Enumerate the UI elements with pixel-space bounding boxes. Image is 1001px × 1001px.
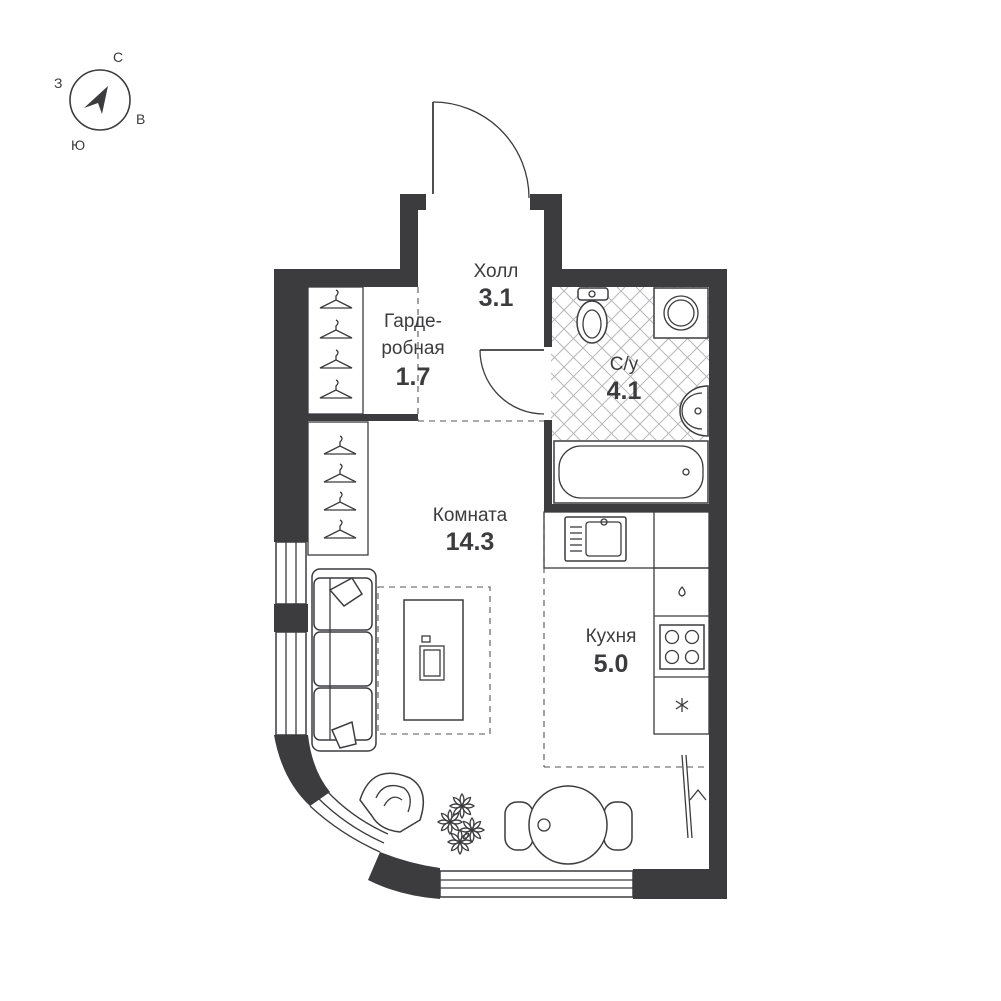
laptop-icon <box>419 635 445 681</box>
bathroom-label: С/у 4.1 <box>607 354 642 405</box>
living-area: 14.3 <box>446 528 495 556</box>
hall-area: 3.1 <box>479 284 514 312</box>
armchair-icon <box>359 772 425 833</box>
hanger-icon <box>323 435 357 455</box>
bathroom-name: С/у <box>610 354 639 375</box>
washing-machine-icon <box>653 287 709 339</box>
snowflake-icon <box>675 698 689 712</box>
sink-icon <box>679 385 709 437</box>
hall-label: Холл 3.1 <box>474 261 519 312</box>
toilet-icon <box>576 287 609 344</box>
wardrobe-label: Гарде- робная 1.7 <box>381 311 444 391</box>
plant-icon <box>436 792 486 856</box>
hall-name: Холл <box>474 261 519 282</box>
dining-table-icon <box>504 785 633 865</box>
drop-icon <box>678 586 686 597</box>
hanger-icon <box>319 349 353 369</box>
compass-north-label: С <box>113 49 123 65</box>
kitchen-sink-icon <box>564 516 627 562</box>
wardrobe-name-line2: робная <box>381 338 444 359</box>
kitchen-label: Кухня 5.0 <box>586 626 637 678</box>
wardrobe-area: 1.7 <box>396 363 431 391</box>
wardrobe-name-line1: Гарде- <box>384 311 442 332</box>
bathroom-door <box>479 349 545 415</box>
living-label: Комната 14.3 <box>433 505 508 556</box>
walls <box>274 194 727 899</box>
kitchen-area: 5.0 <box>594 650 629 678</box>
zone-dividers <box>377 287 709 768</box>
sofa-icon <box>311 568 377 752</box>
hanger-icon <box>319 319 353 339</box>
window-left-upper <box>275 541 307 605</box>
hanger-icon <box>323 519 357 539</box>
wardrobe-closet <box>307 286 364 415</box>
living-name: Комната <box>433 505 508 526</box>
kitchen-name: Кухня <box>586 626 637 647</box>
hanger-icon <box>323 463 357 483</box>
hanger-icon <box>319 379 353 399</box>
hanger-icon <box>323 491 357 511</box>
kitchen-counter <box>543 511 710 735</box>
entry-door <box>432 101 530 199</box>
radiator-icon <box>681 754 707 839</box>
compass-south-label: Ю <box>71 137 85 153</box>
window-curved <box>309 789 389 853</box>
compass-icon: С В Ю З <box>54 49 145 153</box>
window-bottom <box>439 870 634 898</box>
window-left-lower <box>275 631 307 736</box>
compass-west-label: З <box>54 75 62 91</box>
stove-icon <box>659 624 705 670</box>
bathtub-icon <box>553 440 709 504</box>
bathroom-area: 4.1 <box>607 377 642 405</box>
hanger-icon <box>319 289 353 309</box>
compass-east-label: В <box>136 111 145 127</box>
coffee-table <box>403 599 464 721</box>
living-closet <box>307 421 369 556</box>
